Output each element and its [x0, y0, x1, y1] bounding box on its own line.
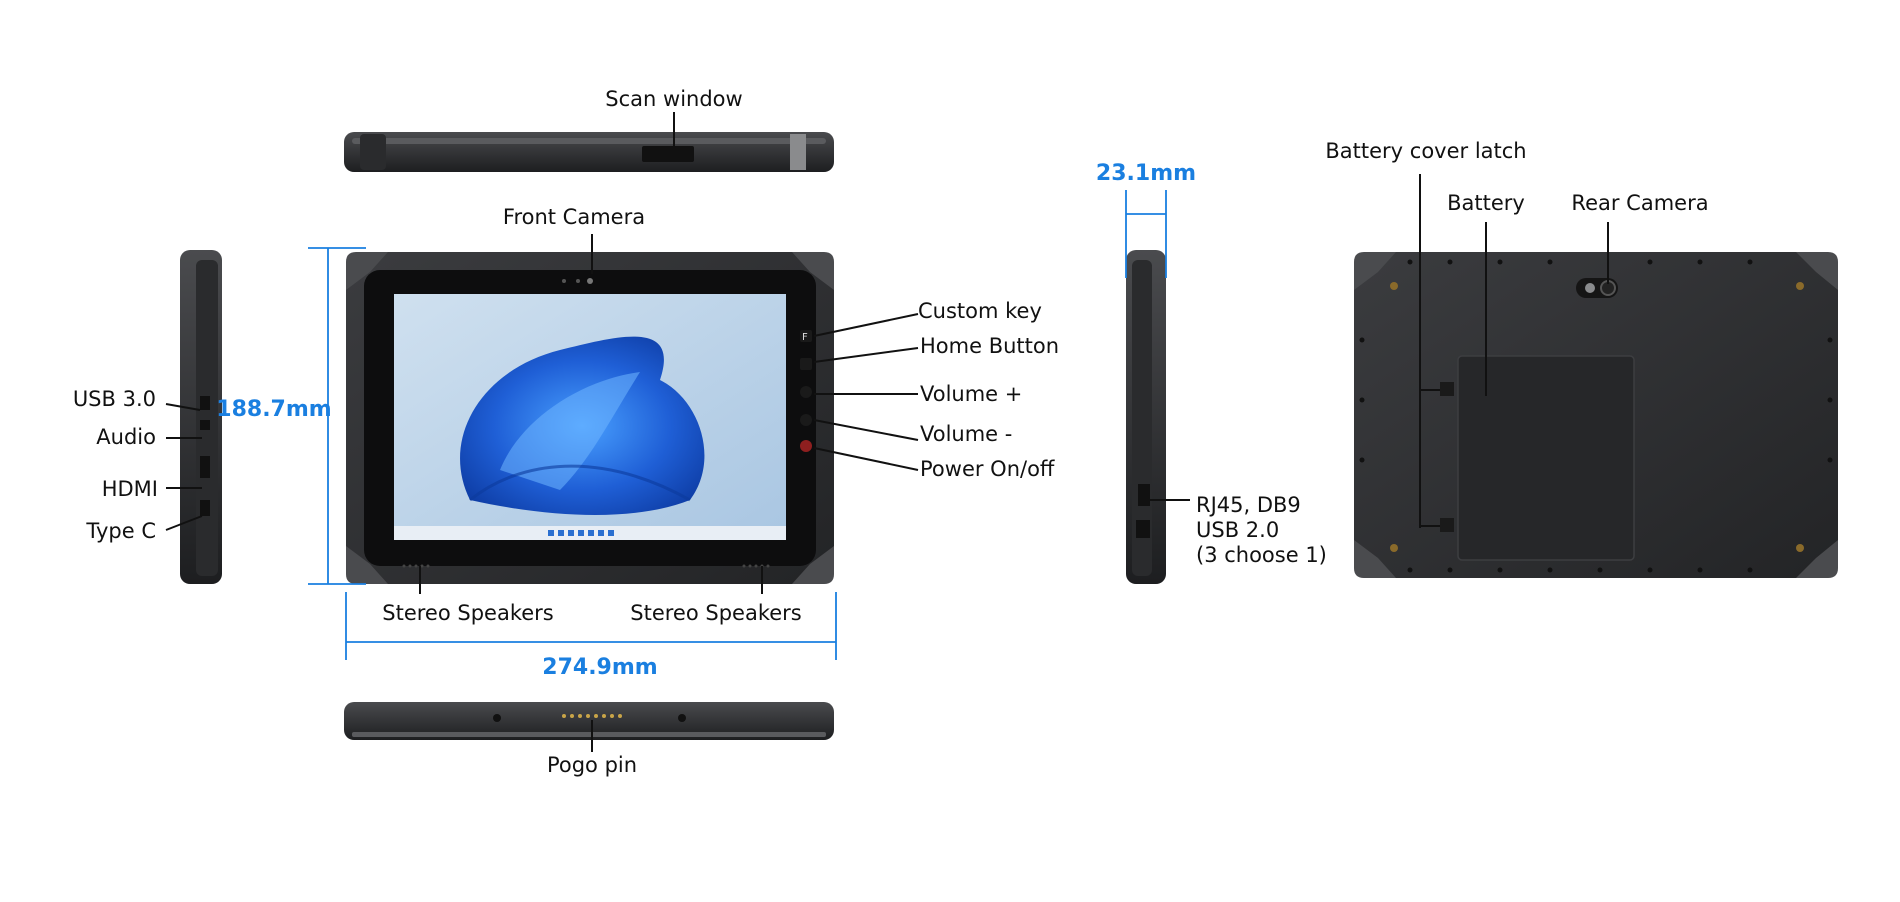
label-power: Power On/off — [920, 457, 1055, 481]
label-type-c: Type C — [85, 519, 156, 543]
label-3-choose-1: (3 choose 1) — [1196, 543, 1327, 567]
front-camera-dot — [562, 279, 566, 283]
dim-height: 188.7mm — [216, 397, 331, 422]
label-custom-key: Custom key — [918, 299, 1042, 323]
scan-window-slot — [642, 146, 694, 162]
label-pogo-pin: Pogo pin — [547, 753, 637, 777]
label-battery: Battery — [1447, 191, 1525, 215]
label-stereo-left: Stereo Speakers — [382, 601, 553, 625]
battery-cover — [1457, 355, 1635, 561]
custom-key — [800, 330, 812, 342]
label-hdmi: HDMI — [102, 477, 158, 501]
home-button — [800, 358, 812, 370]
power-button — [800, 440, 812, 452]
svg-text:F: F — [802, 332, 808, 343]
dimension-lines — [308, 190, 1167, 660]
label-front-camera: Front Camera — [503, 205, 645, 229]
label-rj45: RJ45, DB9 — [1196, 493, 1301, 517]
label-stereo-right: Stereo Speakers — [630, 601, 801, 625]
battery-latch-top — [1440, 382, 1454, 396]
pogo-pins — [562, 714, 622, 718]
volume-down-button — [800, 414, 812, 426]
label-home-button: Home Button — [920, 334, 1059, 358]
battery-latch-bottom — [1440, 518, 1454, 532]
label-audio: Audio — [96, 425, 156, 449]
label-volume-down: Volume - — [920, 422, 1012, 446]
volume-up-button — [800, 386, 812, 398]
back-view — [1354, 252, 1838, 578]
label-rear-camera: Rear Camera — [1571, 191, 1708, 215]
label-volume-up: Volume + — [920, 382, 1022, 406]
right-side-view — [1126, 250, 1166, 584]
leader-lines — [165, 112, 1609, 752]
label-scan-window: Scan window — [605, 87, 742, 111]
left-side-view — [180, 250, 222, 584]
top-edge-view — [344, 132, 834, 172]
bottom-edge-view — [344, 702, 834, 740]
front-view: F — [346, 252, 834, 584]
label-battery-latch: Battery cover latch — [1325, 139, 1526, 163]
dim-width: 274.9mm — [542, 655, 657, 680]
label-usb2: USB 2.0 — [1196, 518, 1279, 542]
label-usb3: USB 3.0 — [73, 387, 156, 411]
dim-thickness: 23.1mm — [1096, 161, 1196, 186]
